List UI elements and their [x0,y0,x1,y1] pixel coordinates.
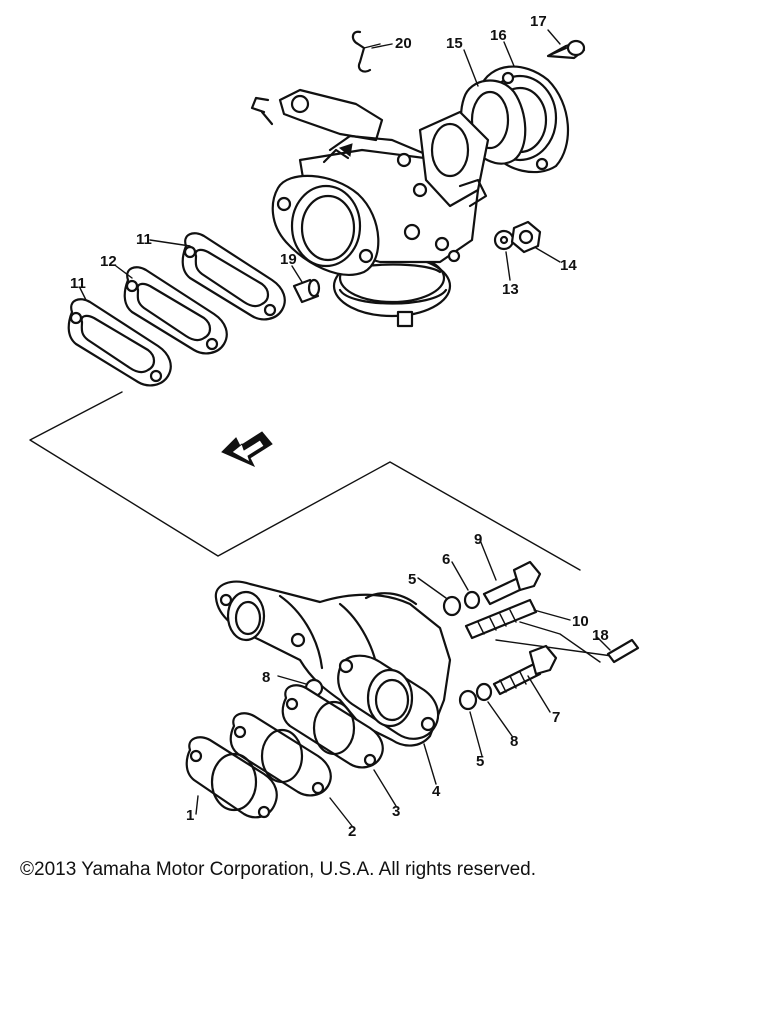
callout-11-lower: 11 [70,275,86,292]
callout-8-left: 8 [262,669,270,686]
part-4-intake-manifold [214,580,452,747]
callout-19: 19 [280,251,297,268]
carburetor-assembly [250,88,490,328]
part-11-gasket-front [67,298,172,387]
callout-14: 14 [560,257,577,274]
part-8-washer-lower [475,682,493,702]
part-2-gasket [229,712,332,797]
callout-10: 10 [572,613,589,630]
part-17-bolt [546,39,586,60]
callout-labels: 20 17 16 15 11 12 11 19 13 14 5 9 6 10 1… [70,13,609,840]
part-7-bolt [492,644,558,696]
part-14-nut [510,220,542,254]
callout-1: 1 [186,807,194,824]
part-18-stud [606,638,640,664]
part-9-bolt [482,560,542,606]
part-3-gasket [281,684,384,769]
part-19-collar [292,278,321,304]
callout-8-right: 8 [510,733,518,750]
callout-6: 6 [442,551,450,568]
callout-17: 17 [530,13,547,30]
forward-arrow-icon [221,431,273,468]
callout-4: 4 [432,783,441,800]
callout-5-lower: 5 [476,753,484,770]
callout-9: 9 [474,531,482,548]
callout-7: 7 [552,709,560,726]
leader-lines [79,29,611,827]
copyright-notice: ©2013 Yamaha Motor Corporation, U.S.A. A… [20,859,536,880]
callout-20: 20 [395,35,412,52]
part-10-stud [464,598,538,640]
part-5-washer-lower [458,689,478,711]
callout-18: 18 [592,627,609,644]
callout-2: 2 [348,823,356,840]
callout-12: 12 [100,253,117,270]
part-20-clip [351,30,381,73]
part-1-gasket [185,736,278,819]
callout-15: 15 [446,35,463,52]
callout-3: 3 [392,803,400,820]
exploded-parts-diagram: 20 17 16 15 11 12 11 19 13 14 5 9 6 10 1… [29,13,640,840]
callout-5-upper: 5 [408,571,416,588]
part-6-washer-upper [463,590,481,610]
callout-13: 13 [502,281,519,298]
part-12-gasket [123,266,228,355]
part-5-washer-upper [442,595,462,617]
part-13-washer [493,229,515,251]
callout-11-upper: 11 [136,231,152,248]
part-11-gasket-rear [181,232,286,321]
callout-16: 16 [490,27,507,44]
group-boundary-lines [29,391,613,663]
